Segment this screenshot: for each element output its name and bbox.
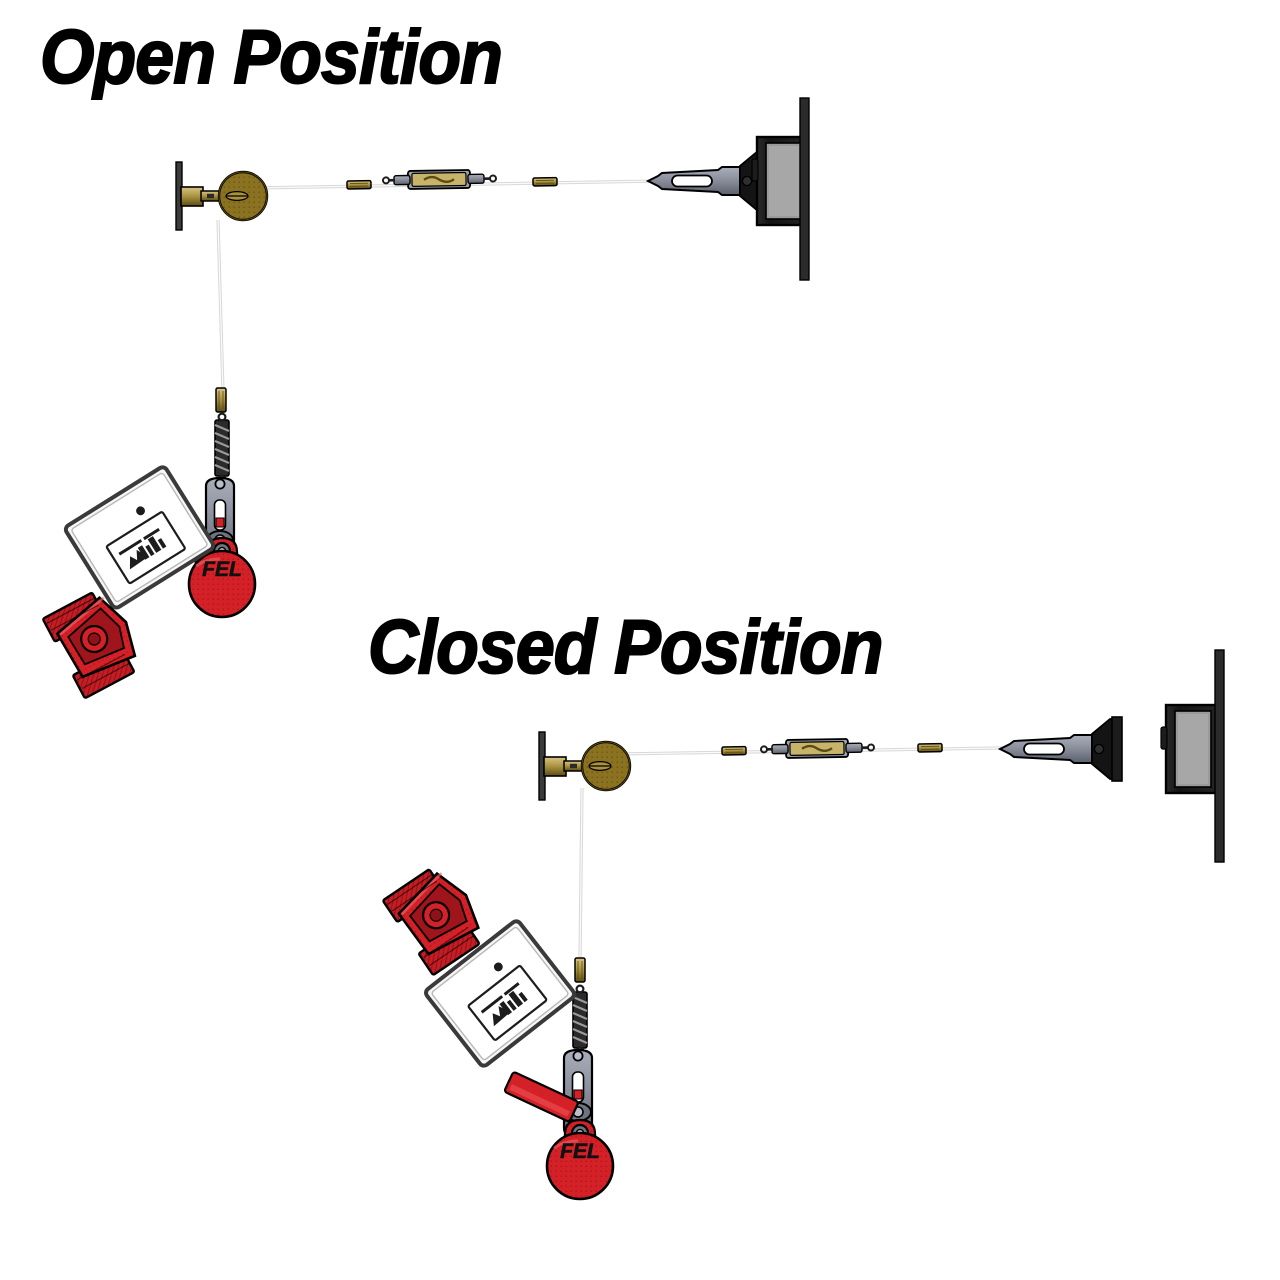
fusible-link-open	[213, 412, 231, 484]
turnbuckle-closed	[759, 737, 876, 760]
mounting-wall-open	[799, 97, 810, 281]
panel-closed: FEL	[381, 649, 1225, 1201]
cable-crimp-closed	[574, 957, 586, 983]
valve-body-open	[41, 583, 150, 700]
fel-weight-open: FEL	[187, 536, 257, 619]
cable-ferrule-closed-2	[917, 742, 943, 753]
pulley-assembly-open	[174, 160, 269, 232]
cable-ferrule-closed-1	[721, 745, 747, 756]
cable-ferrule-open-1	[346, 179, 372, 190]
cable-ferrule-open-2	[532, 176, 558, 187]
fel-weight-closed: FEL	[545, 1118, 615, 1201]
release-box-open	[750, 135, 809, 227]
mounting-wall-closed	[1214, 649, 1225, 863]
panel-title-open: Open Position	[39, 14, 504, 101]
fel-label-open: FEL	[202, 558, 242, 581]
actuator-rod-open	[647, 148, 771, 214]
cable-crimp-open	[215, 387, 227, 413]
fel-label-closed: FEL	[560, 1140, 600, 1163]
release-box-closed	[1159, 703, 1218, 795]
panel-open: FEL	[41, 97, 810, 700]
pulley-assembly-closed	[537, 730, 632, 802]
actuator-rod-closed	[999, 716, 1123, 782]
panel-title-closed: Closed Position	[367, 604, 884, 691]
